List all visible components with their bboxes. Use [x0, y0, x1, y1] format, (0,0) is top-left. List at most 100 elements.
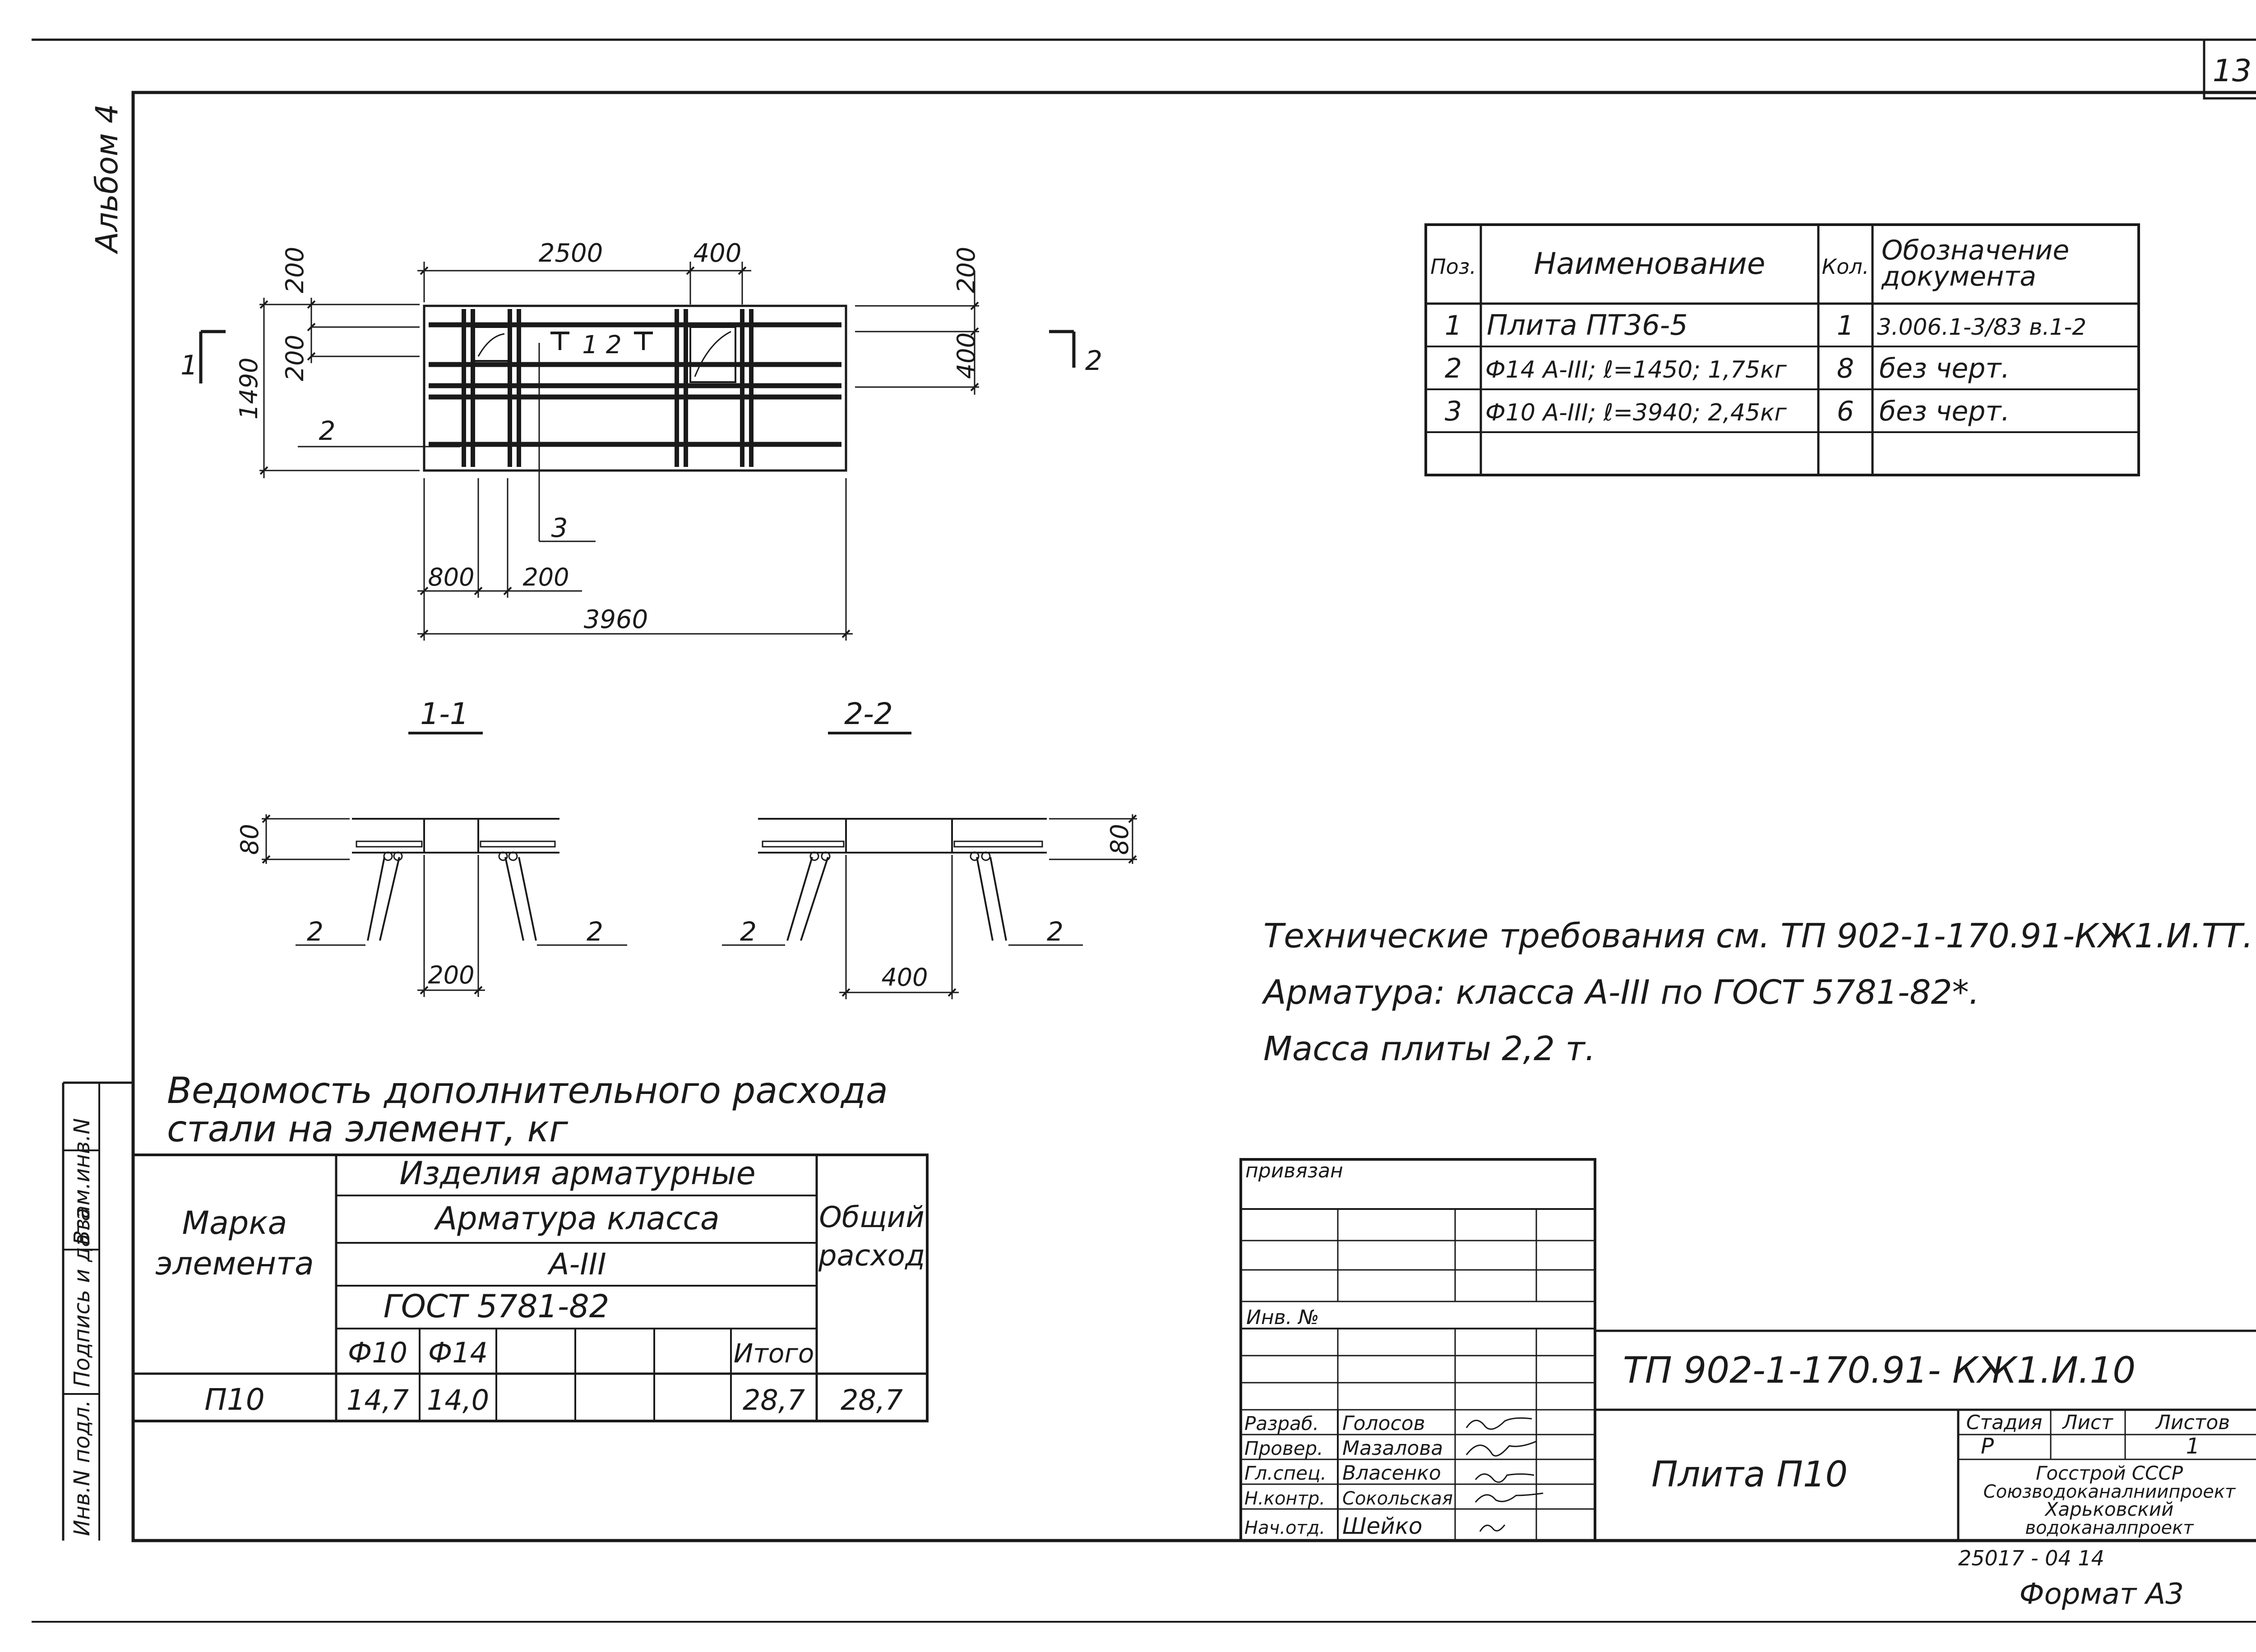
format-label: Формат А3: [2020, 1578, 2184, 1611]
svg-text:2: 2: [1047, 916, 1063, 947]
svg-text:200: 200: [522, 563, 569, 591]
svg-text:400: 400: [693, 239, 742, 268]
svg-text:2: 2: [307, 916, 324, 947]
note-line: Арматура: класса А-III по ГОСТ 5781-82*.: [1262, 973, 1979, 1012]
svg-text:Итого: Итого: [734, 1338, 814, 1369]
spec-row: 1 Плита ПТ36-5 1 3.006.1-3/83 в.1-2: [1445, 309, 2086, 341]
svg-text:Ф10 А-III; ℓ=3940; 2,45кг: Ф10 А-III; ℓ=3940; 2,45кг: [1485, 399, 1787, 426]
svg-text:без черт.: без черт.: [1879, 353, 2010, 384]
svg-text:28,7: 28,7: [841, 1384, 903, 1417]
plan-dims-top: 2500 400: [417, 239, 751, 305]
spec-row: 3 Ф10 А-III; ℓ=3940; 2,45кг 6 без черт.: [1445, 396, 2010, 427]
svg-text:2500: 2500: [539, 239, 603, 268]
svg-text:1: 1: [1837, 310, 1854, 341]
svg-text:Власенко: Власенко: [1342, 1462, 1441, 1485]
svg-text:Н.контр.: Н.контр.: [1244, 1488, 1325, 1509]
svg-text:1 2: 1 2: [582, 330, 621, 359]
svg-text:Лист: Лист: [2062, 1411, 2113, 1434]
plan-dims-bottom: 800 200 3960: [417, 478, 853, 641]
svg-text:Харьковский: Харьковский: [2044, 1498, 2174, 1520]
svg-text:Плита ПТ36-5: Плита ПТ36-5: [1487, 309, 1688, 341]
svg-text:80: 80: [236, 824, 264, 855]
section-2-2: 2-2 2 2 80 400: [722, 697, 1137, 999]
left-strip: Инв.N подл. Подпись и дата Взам.инв.N: [62, 1081, 133, 1541]
title-block: привязан Инв. № Разраб. Голосов Провер. …: [1239, 1158, 2256, 1542]
svg-text:Стадия: Стадия: [1966, 1411, 2043, 1434]
svg-text:3.006.1-3/83 в.1-2: 3.006.1-3/83 в.1-2: [1877, 314, 2086, 340]
svg-text:800: 800: [428, 563, 474, 591]
section-1-1: 1-1 2 2 80 200: [236, 697, 627, 997]
svg-text:1: 1: [2186, 1434, 2200, 1459]
drawing-title: Плита П10: [1651, 1454, 1848, 1495]
svg-text:Инв. №: Инв. №: [1246, 1306, 1319, 1329]
steel-subtitle: стали на элемент, кг: [167, 1108, 569, 1150]
print-code: 25017 - 04 14: [1958, 1546, 2104, 1570]
opening-small: [472, 326, 511, 362]
spec-header-pos: Поз.: [1430, 254, 1476, 279]
inner-cut-marks: 1 2: [550, 330, 653, 359]
svg-text:Гл.спец.: Гл.спец.: [1244, 1462, 1327, 1484]
note-line: Технические требования см. ТП 902-1-170.…: [1263, 917, 2253, 955]
spec-row: 2 Ф14 А-III; ℓ=1450; 1,75кг 8 без черт.: [1445, 353, 2010, 384]
album-label: Альбом 4: [89, 104, 125, 254]
svg-text:200: 200: [428, 961, 474, 989]
steel-row: П10 14,7 14,0 28,7 28,7: [204, 1382, 903, 1417]
svg-text:1-1: 1-1: [420, 697, 469, 731]
svg-text:без черт.: без черт.: [1879, 396, 2010, 427]
svg-text:Изделия арматурные: Изделия арматурные: [399, 1155, 755, 1192]
svg-text:Нач.отд.: Нач.отд.: [1244, 1518, 1325, 1538]
opening-large: [689, 326, 736, 383]
svg-text:Инв.N подл.: Инв.N подл.: [69, 1400, 95, 1536]
svg-text:400: 400: [952, 332, 980, 379]
cut-mark-2: [1049, 330, 1076, 368]
svg-text:Разраб.: Разраб.: [1244, 1412, 1319, 1435]
longitudinal-bars: [429, 322, 841, 447]
plan-view: 1 2 2500 400 200: [180, 239, 1102, 641]
steel-title: Ведомость дополнительного расхода: [167, 1070, 888, 1112]
sheet-frame: 1 3 Альбом 4: [32, 38, 2256, 1623]
plan-dims-right: 200 400: [855, 247, 980, 395]
svg-text:Провер.: Провер.: [1244, 1437, 1323, 1459]
svg-text:2: 2: [740, 916, 757, 947]
svg-text:Союзводоканалниипроект: Союзводоканалниипроект: [1983, 1481, 2236, 1502]
svg-text:водоканалпроект: водоканалпроект: [2025, 1518, 2194, 1538]
svg-text:Госстрой СССР: Госстрой СССР: [2036, 1462, 2183, 1484]
svg-text:3960: 3960: [584, 605, 648, 634]
drawing-code: ТП 902-1-170.91- КЖ1.И.10: [1623, 1349, 2136, 1391]
svg-text:14,0: 14,0: [427, 1384, 489, 1417]
svg-text:Подпись и дата: Подпись и дата: [69, 1208, 95, 1387]
spec-header-name: Наименование: [1534, 246, 1766, 281]
svg-text:Голосов: Голосов: [1342, 1412, 1425, 1435]
note-line: Масса плиты 2,2 т.: [1263, 1029, 1595, 1068]
svg-text:200: 200: [952, 247, 980, 293]
svg-text:А-III: А-III: [547, 1247, 606, 1282]
svg-text:3: 3: [551, 512, 568, 543]
steel-table: Ведомость дополнительного расхода стали …: [132, 1070, 929, 1422]
svg-text:ГОСТ 5781-82: ГОСТ 5781-82: [384, 1288, 609, 1325]
svg-text:Сокольская: Сокольская: [1342, 1488, 1453, 1509]
svg-text:Взам.инв.N: Взам.инв.N: [69, 1118, 95, 1245]
svg-text:3: 3: [1445, 396, 1462, 427]
spec-header-qty: Кол.: [1822, 254, 1869, 279]
svg-text:1490: 1490: [235, 358, 263, 420]
svg-text:Листов: Листов: [2155, 1411, 2230, 1434]
svg-text:2: 2: [1445, 353, 1462, 384]
plan-dims-left: 200 200 1490: [235, 247, 420, 478]
svg-text:1: 1: [1445, 310, 1462, 341]
svg-text:200: 200: [281, 247, 309, 293]
svg-text:Ф14: Ф14: [428, 1336, 488, 1369]
stamp-people: Разраб. Голосов Провер. Мазалова Гл.спец…: [1244, 1412, 1453, 1539]
cut-mark-1: [199, 330, 226, 383]
signature-marks: [1465, 1417, 1544, 1532]
svg-text:Арматура класса: Арматура класса: [434, 1200, 720, 1237]
svg-text:Мазалова: Мазалова: [1342, 1437, 1443, 1460]
svg-text:2-2: 2-2: [844, 697, 893, 731]
svg-text:Шейко: Шейко: [1342, 1513, 1423, 1539]
svg-text:8: 8: [1837, 353, 1854, 384]
svg-text:400: 400: [881, 963, 928, 992]
